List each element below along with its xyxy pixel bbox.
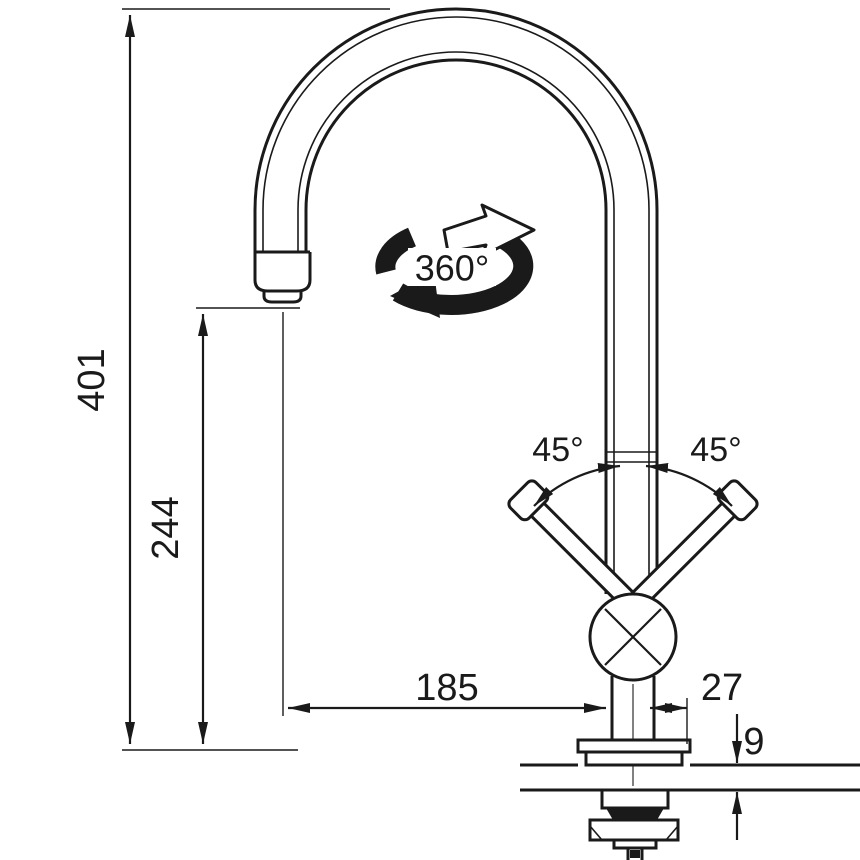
mounting-nut-chamfer-right [665, 825, 679, 841]
dimension-label-overall-height: 401 [71, 348, 113, 411]
handle-right [628, 479, 759, 610]
handle-angle-label-right: 45° [690, 431, 741, 469]
mounting-nut-chamfer-left [589, 825, 603, 841]
base-flange-upper [576, 738, 692, 754]
base-assembly [520, 676, 860, 860]
ball-joint [588, 592, 678, 682]
mounting-collar [612, 838, 658, 850]
mounting-washer [606, 808, 664, 820]
handle-left-lever [527, 499, 638, 610]
handle-angle-label-left: 45° [532, 431, 583, 469]
faucet-spout-and-body [253, 7, 659, 594]
dimension-label-spout-reach: 185 [415, 667, 478, 709]
spout-aerator [262, 291, 303, 304]
dimension-label-rear-offset: 27 [701, 667, 743, 709]
dimension-label-spout-outlet-height: 244 [145, 496, 187, 559]
rotation-label-backplate [408, 248, 496, 286]
rotation-symbol: 360° [375, 203, 536, 318]
spout-detail-line-inner [297, 51, 615, 594]
handle-angle-arc-left [533, 463, 621, 507]
supply-clip [630, 850, 640, 858]
ball-joint-cross-line-2 [604, 608, 662, 666]
mounting-nut [588, 818, 680, 842]
handle-right-lever [628, 499, 739, 610]
handle-left [507, 479, 638, 610]
spout-outer-contour [253, 7, 659, 594]
base-flange-lower [584, 750, 684, 767]
supply-tube [626, 848, 644, 860]
spout-tip [253, 252, 312, 293]
handle-angle-arc-right [645, 463, 733, 507]
dimension-annotations: 401 244 185 27 9 [71, 8, 765, 840]
mounting-shank [600, 788, 670, 810]
dimension-label-deck-thickness: 9 [743, 721, 764, 763]
spout-inner-contour [304, 58, 608, 594]
rotation-ring-stub [375, 227, 417, 275]
spout-detail-line-outer [262, 16, 650, 594]
rotation-label: 360° [415, 248, 489, 289]
handle-angle-annotations: 45° 45° [532, 431, 742, 507]
